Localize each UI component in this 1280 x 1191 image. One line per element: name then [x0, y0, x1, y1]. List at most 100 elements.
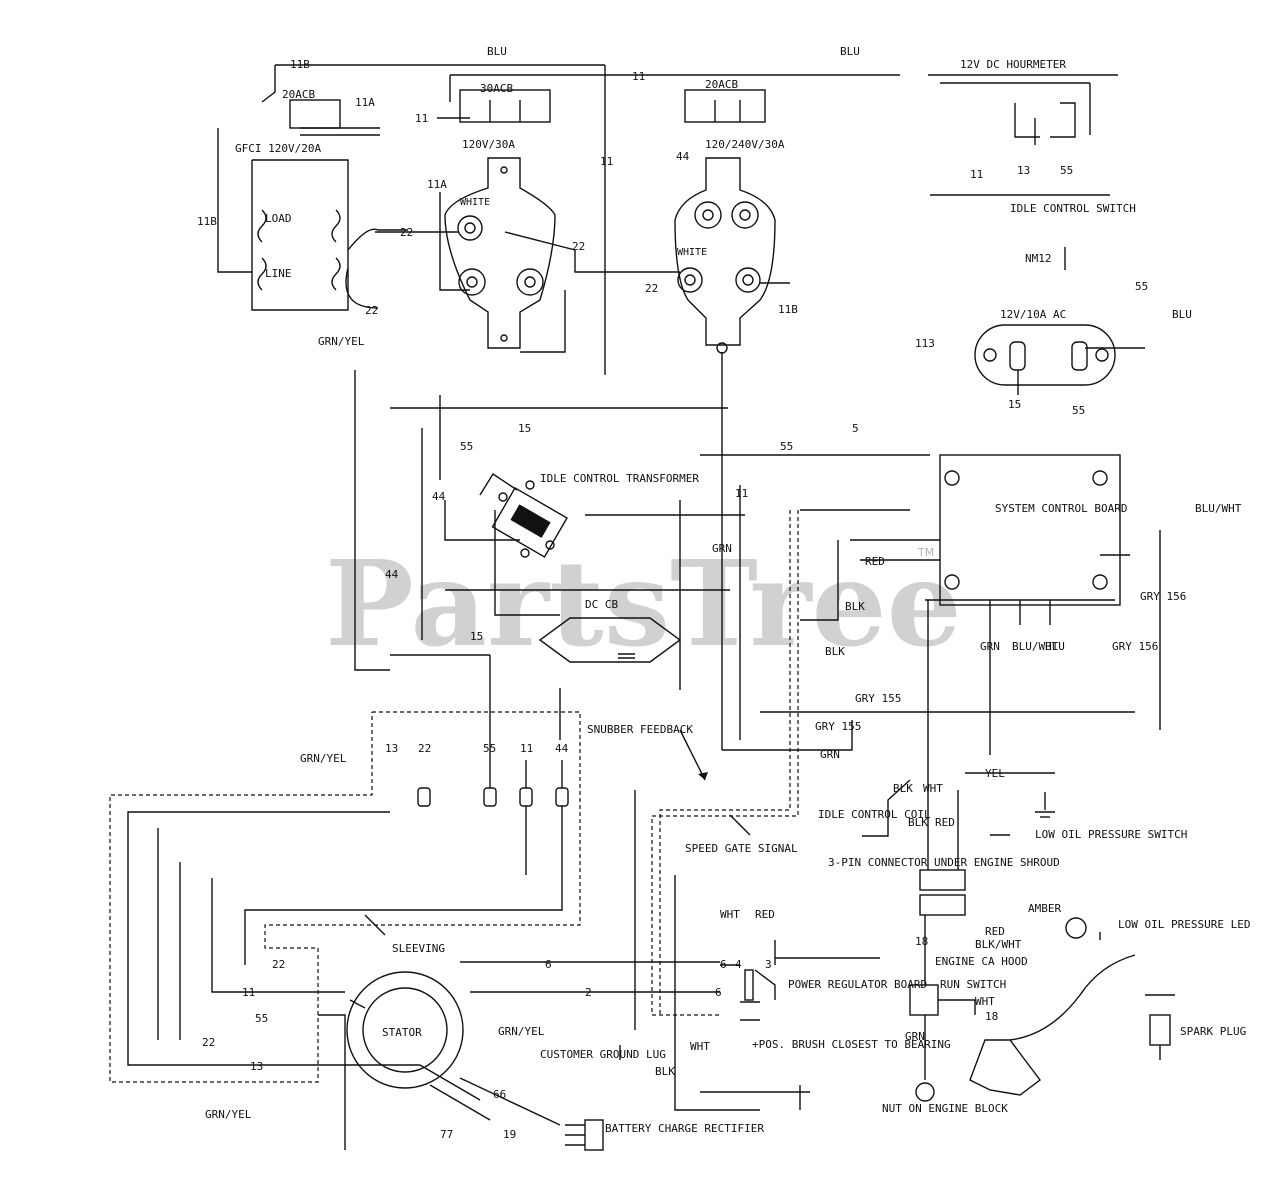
label-120-240v: 120/240V/30A [705, 138, 785, 151]
label-idle-control-switch: IDLE CONTROL SWITCH [1010, 202, 1136, 215]
watermark: PartsTree [325, 534, 962, 673]
label-white-1: WHITE [460, 197, 490, 208]
outlet-120-240v-30a [674, 89, 790, 750]
label-line: LINE [265, 267, 292, 280]
label-blu-top: BLU [487, 45, 507, 58]
label-3pin-connector: 3-PIN CONNECTOR UNDER ENGINE SHROUD [828, 856, 1060, 869]
label-red-3: RED [755, 908, 775, 921]
label-spark-plug: SPARK PLUG [1180, 1025, 1246, 1038]
label-wire-6a: 6 [545, 958, 552, 971]
label-wire-11b-left: 11B [197, 215, 217, 228]
label-gry-156b: GRY 156 [1112, 640, 1158, 653]
connector-pins [244, 740, 569, 965]
label-wire-18a: 18 [915, 935, 928, 948]
label-wire-15c: 15 [470, 630, 483, 643]
label-gry-156a: GRY 156 [1140, 590, 1186, 603]
label-sleeving: SLEEVING [392, 942, 445, 955]
pointer-arrows [364, 729, 751, 936]
label-low-oil-led: LOW OIL PRESSURE LED [1118, 918, 1250, 931]
label-12v-10a: 12V/10A AC [1000, 308, 1066, 321]
label-wht-3: WHT [975, 995, 995, 1008]
label-low-oil-switch: LOW OIL PRESSURE SWITCH [1035, 828, 1187, 841]
idle-transformer [479, 473, 568, 558]
label-brush: +POS. BRUSH CLOSEST TO BEARING [752, 1038, 951, 1051]
label-wire-15a: 15 [1008, 398, 1021, 411]
system-control-board [800, 454, 1161, 870]
label-blu-2: BLU [1045, 640, 1065, 653]
label-cb-20b: 20ACB [705, 78, 738, 91]
label-battery-rectifier: BATTERY CHARGE RECTIFIER [605, 1122, 764, 1135]
label-blk-5: BLK [655, 1065, 675, 1078]
power-regulator [674, 875, 880, 1111]
outlet-120v-30a [375, 89, 680, 353]
label-grn-3: GRN [820, 748, 840, 761]
label-wire-22f: 22 [272, 958, 285, 971]
watermark-tm: TM [917, 546, 934, 559]
labels: BLU BLU 12V DC HOURMETER 11B 11 11 20ACB… [197, 45, 1250, 1141]
label-idle-coil: IDLE CONTROL COIL [818, 808, 931, 821]
label-blk-1: BLK [845, 600, 865, 613]
gfci-outlet [251, 99, 408, 311]
label-wire-22e: 22 [418, 742, 431, 755]
label-wht-4: WHT [690, 1040, 710, 1053]
label-wire-11-top2: 11 [415, 112, 428, 125]
label-grn-1: GRN [712, 542, 732, 555]
middle-wiring [354, 370, 1135, 774]
label-wire-55d: 55 [460, 440, 473, 453]
label-nm12: NM12 [1025, 252, 1052, 265]
label-wire-11a: 11A [355, 96, 375, 109]
label-wire-5: 5 [852, 422, 859, 435]
label-wire-113: 113 [915, 337, 935, 350]
label-gry-155b: GRY 155 [815, 720, 861, 733]
label-wire-55c: 55 [1072, 404, 1085, 417]
label-wire-55g: 55 [255, 1012, 268, 1025]
label-blk-4: BLK [908, 816, 928, 829]
label-wire-11b-top: 11B [290, 58, 310, 71]
label-wire-66: 66 [493, 1088, 506, 1101]
label-cb-30a: 30ACB [480, 82, 513, 95]
label-wire-55f: 55 [483, 742, 496, 755]
label-wire-13b: 13 [385, 742, 398, 755]
label-wire-44b: 44 [432, 490, 446, 503]
label-red-1: RED [865, 555, 885, 568]
label-stator: STATOR [382, 1026, 422, 1039]
label-hourmeter: 12V DC HOURMETER [960, 58, 1066, 71]
label-grn-yel-4: GRN/YEL [205, 1108, 252, 1121]
label-blk-wht: BLK/WHT [975, 938, 1022, 951]
label-wire-22d: 22 [645, 282, 658, 295]
label-wire-77: 77 [440, 1128, 453, 1141]
label-grn-yel-2: GRN/YEL [300, 752, 347, 765]
battery-rectifier [565, 1119, 604, 1151]
label-nut-engine: NUT ON ENGINE BLOCK [882, 1102, 1008, 1115]
label-customer-ground: CUSTOMER GROUND LUG [540, 1048, 666, 1061]
label-engine-ca: ENGINE CA HOOD [935, 955, 1028, 968]
label-wht-2: WHT [720, 908, 740, 921]
label-wire-44d: 44 [555, 742, 569, 755]
dc-circuit-breaker [538, 617, 682, 663]
engine-components [862, 779, 1175, 1102]
label-amber: AMBER [1028, 902, 1061, 915]
label-wire-6b: 6 [720, 958, 727, 971]
label-wire-22b: 22 [365, 304, 378, 317]
label-red-4: RED [985, 925, 1005, 938]
outlet-12v-10a [974, 324, 1145, 395]
label-load: LOAD [265, 212, 292, 225]
label-wire-13a: 13 [1017, 164, 1030, 177]
label-wht-1: WHT [923, 782, 943, 795]
label-power-regulator: POWER REGULATOR BOARD [788, 978, 927, 991]
label-wire-55a: 55 [1060, 164, 1073, 177]
label-system-control-board: SYSTEM CONTROL BOARD [995, 502, 1127, 515]
label-yel: YEL [985, 767, 1005, 780]
label-gry-155a: GRY 155 [855, 692, 901, 705]
label-120v-30a: 120V/30A [462, 138, 515, 151]
label-cb-20a: 20ACB [282, 88, 315, 101]
label-wire-55b: 55 [1135, 280, 1148, 293]
label-wire-2: 2 [585, 986, 592, 999]
label-wire-11c: 11 [600, 155, 613, 168]
label-wire-11d: 11 [735, 487, 748, 500]
label-wire-4: 4 [735, 958, 742, 971]
label-speed-gate: SPEED GATE SIGNAL [685, 842, 798, 855]
label-wire-55e: 55 [780, 440, 793, 453]
label-wire-22c: 22 [572, 240, 585, 253]
